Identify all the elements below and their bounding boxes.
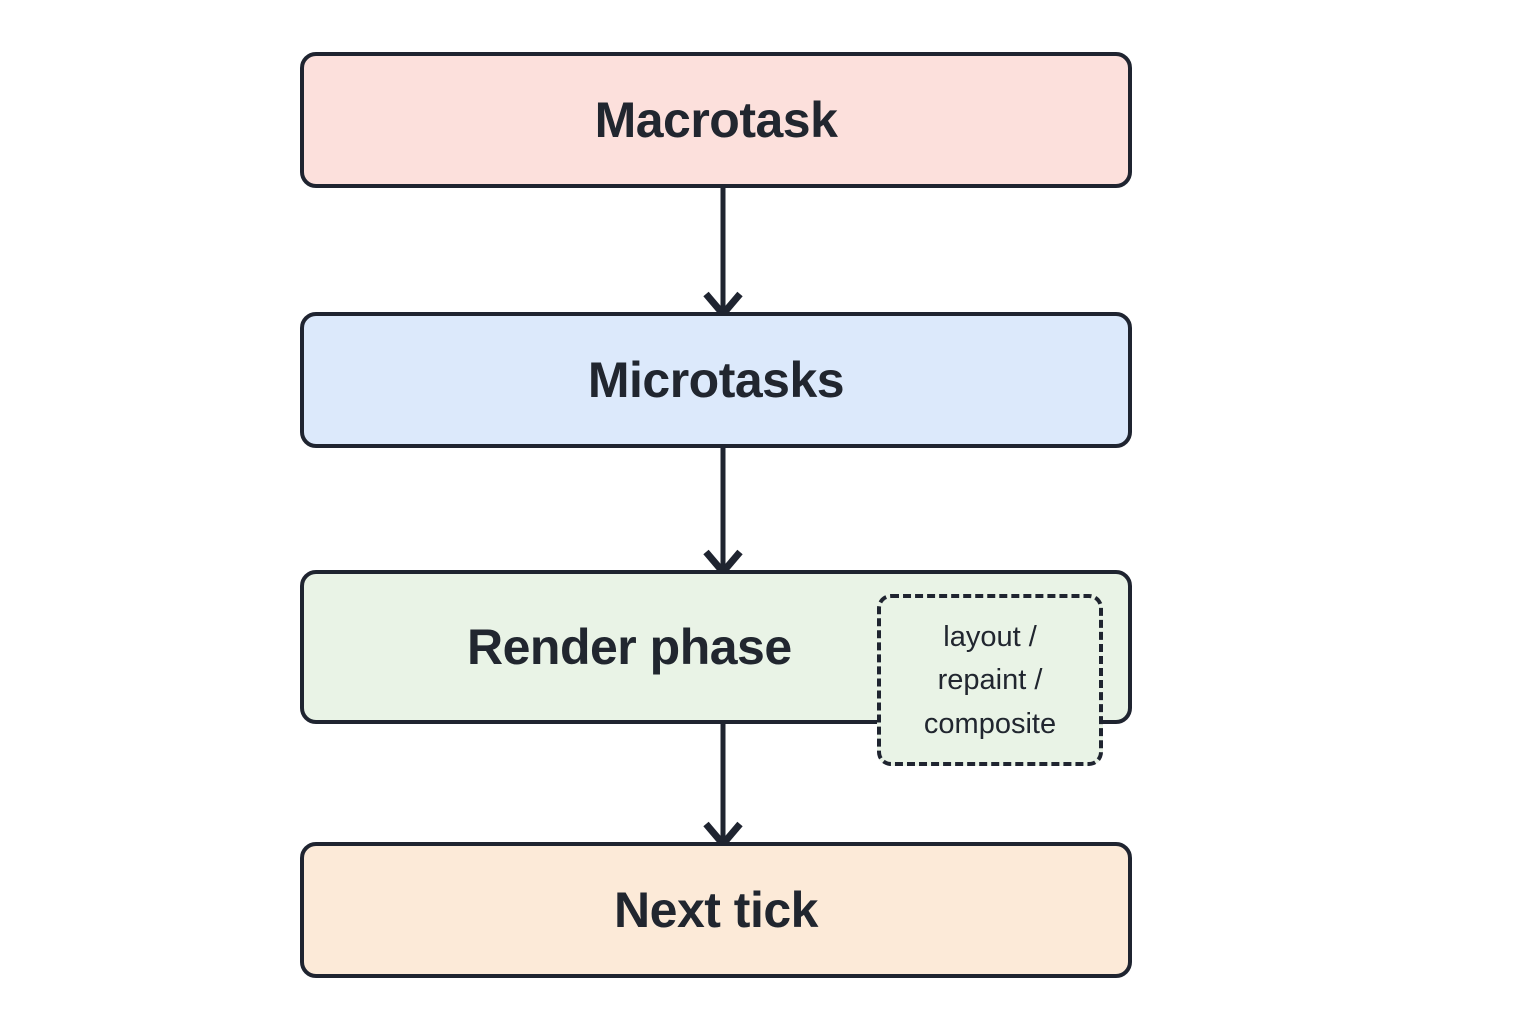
node-microtasks-label: Microtasks — [587, 352, 845, 408]
node-microtasks[interactable]: Microtasks — [300, 312, 1132, 448]
edge-render-phase-to-next-tick — [703, 722, 743, 846]
annotation-render-phase-detail[interactable]: layout / repaint / composite — [877, 594, 1103, 766]
node-macrotask-label: Macrotask — [594, 92, 838, 148]
edge-macrotask-to-microtasks — [703, 186, 743, 316]
node-render-phase-label: Render phase — [467, 619, 792, 675]
edge-microtasks-to-render-phase — [703, 446, 743, 574]
node-next-tick-label: Next tick — [614, 882, 818, 938]
annotation-line-layout: layout / — [943, 621, 1037, 654]
node-macrotask[interactable]: Macrotask — [300, 52, 1132, 188]
annotation-line-repaint: repaint / — [937, 664, 1043, 697]
annotation-line-composite: composite — [923, 707, 1057, 740]
node-next-tick[interactable]: Next tick — [300, 842, 1132, 978]
